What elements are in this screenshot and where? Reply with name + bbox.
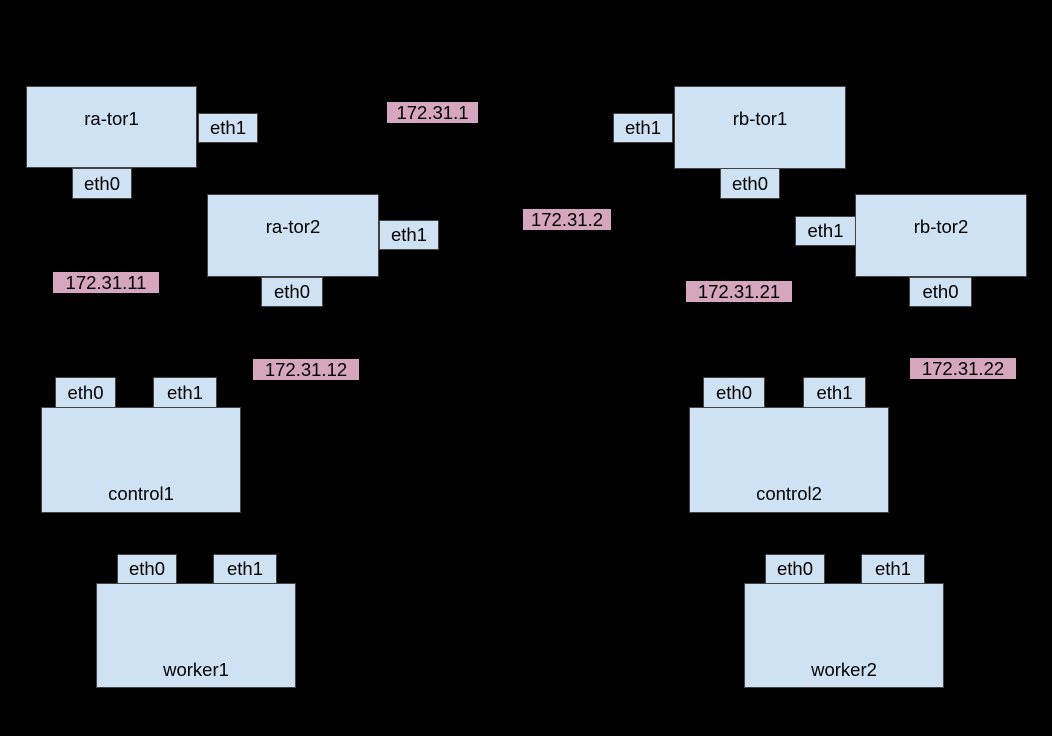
port-ra-tor2-eth1: eth1 xyxy=(379,220,439,250)
port-rb-tor1-eth1: eth1 xyxy=(613,113,673,143)
node-control1-label: control1 xyxy=(108,483,174,504)
port-rb-tor1-eth0: eth0 xyxy=(720,168,780,199)
ip-label-172-31-22: 172.31.22 xyxy=(910,358,1016,379)
node-rb-tor1-label: rb-tor1 xyxy=(732,108,788,129)
node-worker2: worker2 xyxy=(744,583,944,688)
ip-label-172-31-2: 172.31.2 xyxy=(523,209,611,230)
node-control2: control2 xyxy=(689,407,889,513)
port-rb-tor2-eth0: eth0 xyxy=(909,277,972,307)
node-rb-tor2-label: rb-tor2 xyxy=(913,216,969,237)
ip-label-172-31-1: 172.31.1 xyxy=(387,102,478,123)
port-control1-eth1: eth1 xyxy=(153,377,217,408)
port-control2-eth1: eth1 xyxy=(803,377,866,408)
node-worker1: worker1 xyxy=(96,583,296,688)
port-rb-tor2-eth1: eth1 xyxy=(795,216,856,246)
port-worker2-eth0: eth0 xyxy=(765,554,825,584)
node-worker1-label: worker1 xyxy=(163,659,229,680)
node-control1: control1 xyxy=(41,407,241,513)
port-control1-eth0: eth0 xyxy=(55,377,116,408)
port-ra-tor1-eth0: eth0 xyxy=(72,168,132,199)
node-ra-tor1: ra-tor1 xyxy=(26,86,197,168)
port-control2-eth0: eth0 xyxy=(703,377,765,408)
node-rb-tor1: rb-tor1 xyxy=(674,86,846,169)
port-worker1-eth0: eth0 xyxy=(117,554,177,584)
port-ra-tor2-eth0: eth0 xyxy=(261,277,323,307)
port-worker1-eth1: eth1 xyxy=(213,554,277,584)
ip-label-172-31-21: 172.31.21 xyxy=(686,281,792,302)
ip-label-172-31-12: 172.31.12 xyxy=(253,359,359,380)
node-ra-tor2: ra-tor2 xyxy=(207,194,379,277)
node-worker2-label: worker2 xyxy=(811,659,877,680)
node-control2-label: control2 xyxy=(756,483,822,504)
node-ra-tor1-label: ra-tor1 xyxy=(84,108,139,129)
port-worker2-eth1: eth1 xyxy=(861,554,925,584)
node-ra-tor2-label: ra-tor2 xyxy=(265,216,321,237)
node-rb-tor2: rb-tor2 xyxy=(855,194,1027,277)
ip-label-172-31-11: 172.31.11 xyxy=(53,272,159,293)
port-ra-tor1-eth1: eth1 xyxy=(198,113,258,143)
